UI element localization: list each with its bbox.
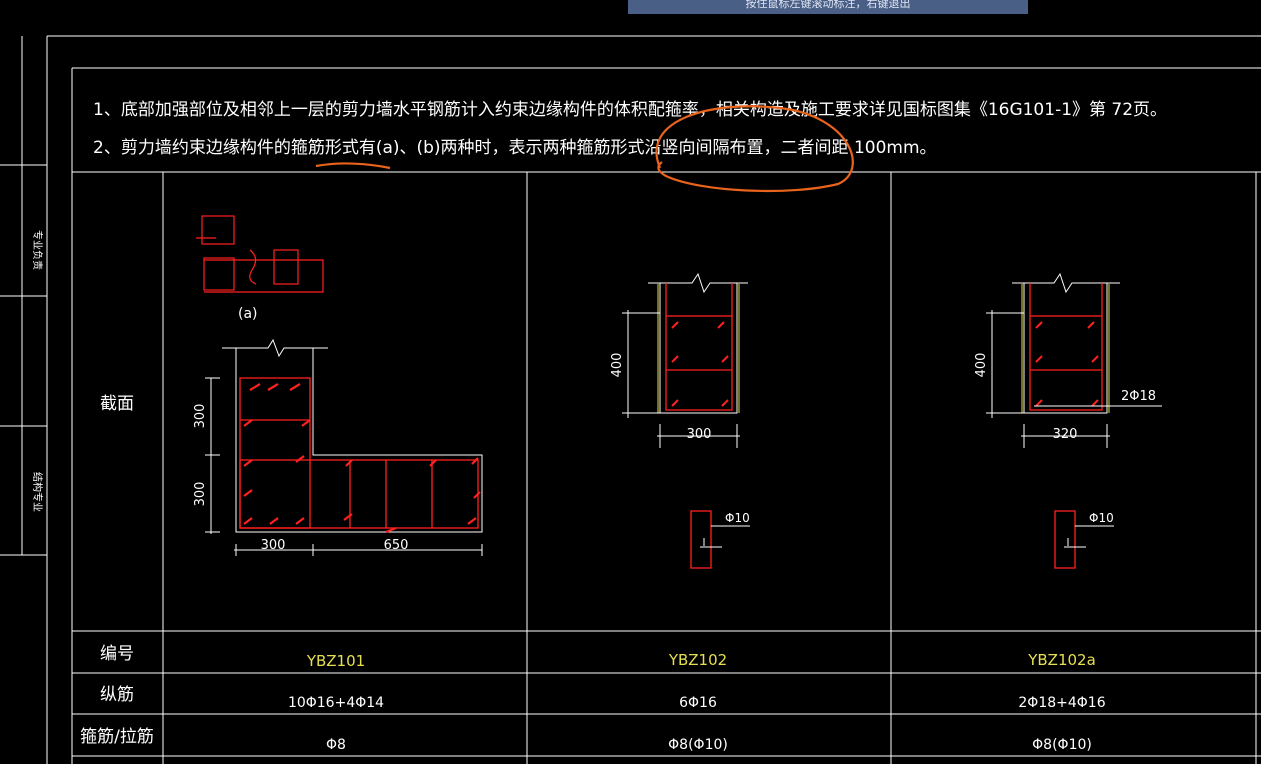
row-label-id: 编号: [100, 644, 134, 664]
row-label-long-bar: 纵筋: [100, 685, 134, 705]
markup-underline: [315, 162, 391, 170]
status-toast: 按住鼠标左键滚动标注，右键退出: [628, 0, 1028, 14]
dim-v1: 300: [193, 404, 208, 429]
side-label-bottom: 结构专业: [31, 472, 44, 512]
col-id-3: YBZ102a: [1027, 651, 1096, 669]
dim-height-102: 400: [610, 353, 625, 378]
side-label-top: 专业负责: [31, 230, 44, 270]
tie-label-102a: Φ10: [1089, 511, 1114, 525]
tie-label-102: Φ10: [725, 511, 750, 525]
col-long-bar-2: 6Φ16: [679, 695, 717, 711]
col-stirrup-3: Φ8(Φ10): [1032, 737, 1092, 753]
row-label-section: 截面: [100, 394, 134, 414]
col-id-1: YBZ101: [306, 652, 365, 670]
col-stirrup-1: Φ8: [326, 737, 346, 753]
sheet-frame: [0, 35, 1261, 764]
note-line-1: 1、底部加强部位及相邻上一层的剪力墙水平钢筋计入约束边缘构件的体积配箍率，相关构…: [93, 100, 1167, 120]
col-id-2: YBZ102: [668, 651, 727, 669]
col-long-bar-1: 10Φ16+4Φ14: [288, 695, 384, 711]
col-stirrup-2: Φ8(Φ10): [668, 737, 728, 753]
col-long-bar-3: 2Φ18+4Φ16: [1018, 695, 1105, 711]
note-line-2: 2、剪力墙约束边缘构件的箍筋形式有(a)、(b)两种时，表示两种箍筋形式沿竖向间…: [93, 138, 937, 158]
bar-label-102a: 2Φ18: [1121, 389, 1156, 404]
dim-width-102a: 320: [1053, 427, 1078, 442]
dim-v2: 300: [193, 482, 208, 507]
ybz102-drawing: 400 300 Φ10: [610, 272, 750, 569]
markup-circle: [655, 105, 854, 193]
dim-h2: 650: [384, 538, 409, 553]
row-label-stirrup: 箍筋/拉筋: [80, 727, 154, 747]
dim-height-102a: 400: [974, 353, 989, 378]
stirrup-sketch-a: [196, 215, 324, 293]
markup-annotations: [315, 105, 854, 193]
dim-width-102: 300: [687, 427, 712, 442]
sketch-label-a: (a): [238, 306, 258, 322]
dim-h1: 300: [261, 538, 286, 553]
ybz102a-drawing: 400 320 2Φ18 Φ10: [974, 272, 1162, 569]
ybz101-drawing: (a): [193, 215, 483, 556]
